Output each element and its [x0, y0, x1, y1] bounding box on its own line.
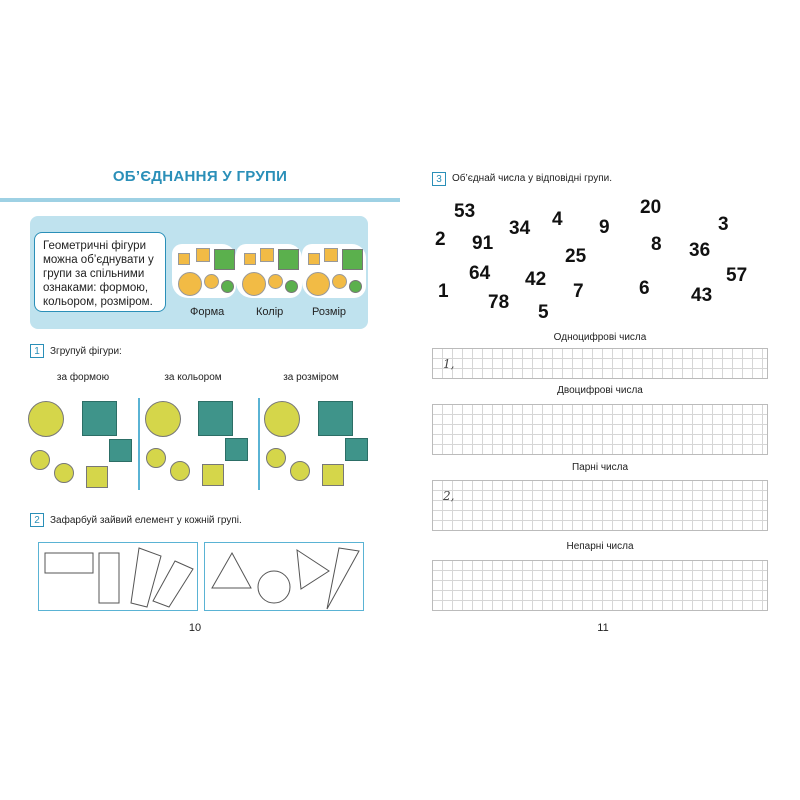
- teal-small-square: [109, 439, 132, 462]
- info-text: Геометричні фігури можна об’єднувати у г…: [34, 232, 166, 312]
- number-item: 78: [488, 292, 510, 313]
- outline-shapes-2: [211, 547, 360, 610]
- column-label-form: за формою: [56, 372, 110, 383]
- number-item: 6: [639, 278, 650, 299]
- big-circle: [264, 401, 300, 437]
- page-title: ОБ’ЄДНАННЯ У ГРУПИ: [112, 168, 288, 185]
- example-shape-group: [302, 244, 366, 298]
- green-square: [342, 249, 363, 270]
- task3-text: Об’єднай числа у відповідні групи.: [452, 173, 612, 184]
- yellow-square: [86, 466, 108, 488]
- orange-circle: [178, 272, 202, 296]
- caption-form: Форма: [190, 306, 225, 318]
- number-item: 57: [726, 265, 748, 286]
- orange-square: [324, 248, 338, 262]
- orange-square: [196, 248, 210, 262]
- teal-small-square: [225, 438, 248, 461]
- group-label-even: Парні числа: [571, 462, 629, 473]
- orange-circle: [332, 274, 347, 289]
- example-shape-group: [172, 244, 236, 298]
- big-circle: [28, 401, 64, 437]
- yellow-square: [322, 464, 344, 486]
- green-square: [214, 249, 235, 270]
- task-badge-3: 3: [432, 172, 446, 186]
- orange-square: [260, 248, 274, 262]
- column-label-color: за кольором: [164, 372, 222, 383]
- small-circle: [30, 450, 50, 470]
- number-item: 42: [525, 269, 547, 290]
- teal-big-square: [198, 401, 233, 436]
- page-number-left: 10: [188, 622, 202, 634]
- caption-color: Колір: [256, 306, 284, 318]
- orange-circle: [268, 274, 283, 289]
- number-item: 43: [691, 285, 713, 306]
- number-item: 8: [651, 234, 662, 255]
- answer-grid-single-digit[interactable]: 1,: [432, 348, 768, 379]
- number-item: 20: [640, 197, 662, 218]
- yellow-square: [202, 464, 224, 486]
- number-item: 3: [718, 214, 729, 235]
- example-shape-group: [236, 244, 302, 298]
- task2-text: Зафарбуй зайвий елемент у кожній групі.: [50, 515, 242, 526]
- teal-big-square: [318, 401, 353, 436]
- handwritten-sample: 1,: [443, 357, 455, 371]
- orange-square: [244, 253, 256, 265]
- shape-group-box-1: [38, 542, 198, 611]
- teal-big-square: [82, 401, 117, 436]
- task1-text: Згрупуй фігури:: [50, 346, 122, 357]
- teal-small-square: [345, 438, 368, 461]
- column-divider: [138, 398, 140, 490]
- group-label-odd: Непарні числа: [566, 541, 634, 552]
- green-circle: [285, 280, 298, 293]
- green-circle: [221, 280, 234, 293]
- small-circle: [170, 461, 190, 481]
- orange-circle: [204, 274, 219, 289]
- answer-grid-two-digit[interactable]: [432, 404, 768, 455]
- number-item: 4: [552, 209, 563, 230]
- task-badge-2: 2: [30, 513, 44, 527]
- handwritten-sample: 2,: [443, 489, 455, 503]
- answer-grid-odd[interactable]: [432, 560, 768, 611]
- column-label-size: за розміром: [283, 372, 339, 383]
- answer-grid-even[interactable]: 2,: [432, 480, 768, 531]
- small-circle: [54, 463, 74, 483]
- number-item: 25: [565, 246, 587, 267]
- outline-shapes-1: [44, 547, 194, 608]
- green-circle: [349, 280, 362, 293]
- orange-circle: [242, 272, 266, 296]
- small-circle: [146, 448, 166, 468]
- group-label-single-digit: Одноцифрові числа: [553, 332, 647, 343]
- group-label-two-digit: Двоцифрові числа: [557, 385, 643, 396]
- shape-group-box-2: [204, 542, 364, 611]
- small-circle: [266, 448, 286, 468]
- orange-square: [178, 253, 190, 265]
- caption-size: Розмір: [312, 306, 347, 318]
- number-item: 34: [509, 218, 531, 239]
- number-item: 2: [435, 229, 446, 250]
- orange-circle: [306, 272, 330, 296]
- small-circle: [290, 461, 310, 481]
- number-item: 5: [538, 302, 549, 323]
- number-item: 1: [438, 281, 449, 302]
- number-item: 91: [472, 233, 494, 254]
- column-divider: [258, 398, 260, 490]
- number-item: 9: [599, 217, 610, 238]
- orange-square: [308, 253, 320, 265]
- big-circle: [145, 401, 181, 437]
- title-rule: [0, 198, 400, 202]
- number-item: 53: [454, 201, 476, 222]
- number-item: 7: [573, 281, 584, 302]
- green-square: [278, 249, 299, 270]
- number-item: 36: [689, 240, 711, 261]
- page-number-right: 11: [597, 622, 609, 634]
- task-badge-1: 1: [30, 344, 44, 358]
- number-item: 64: [469, 263, 491, 284]
